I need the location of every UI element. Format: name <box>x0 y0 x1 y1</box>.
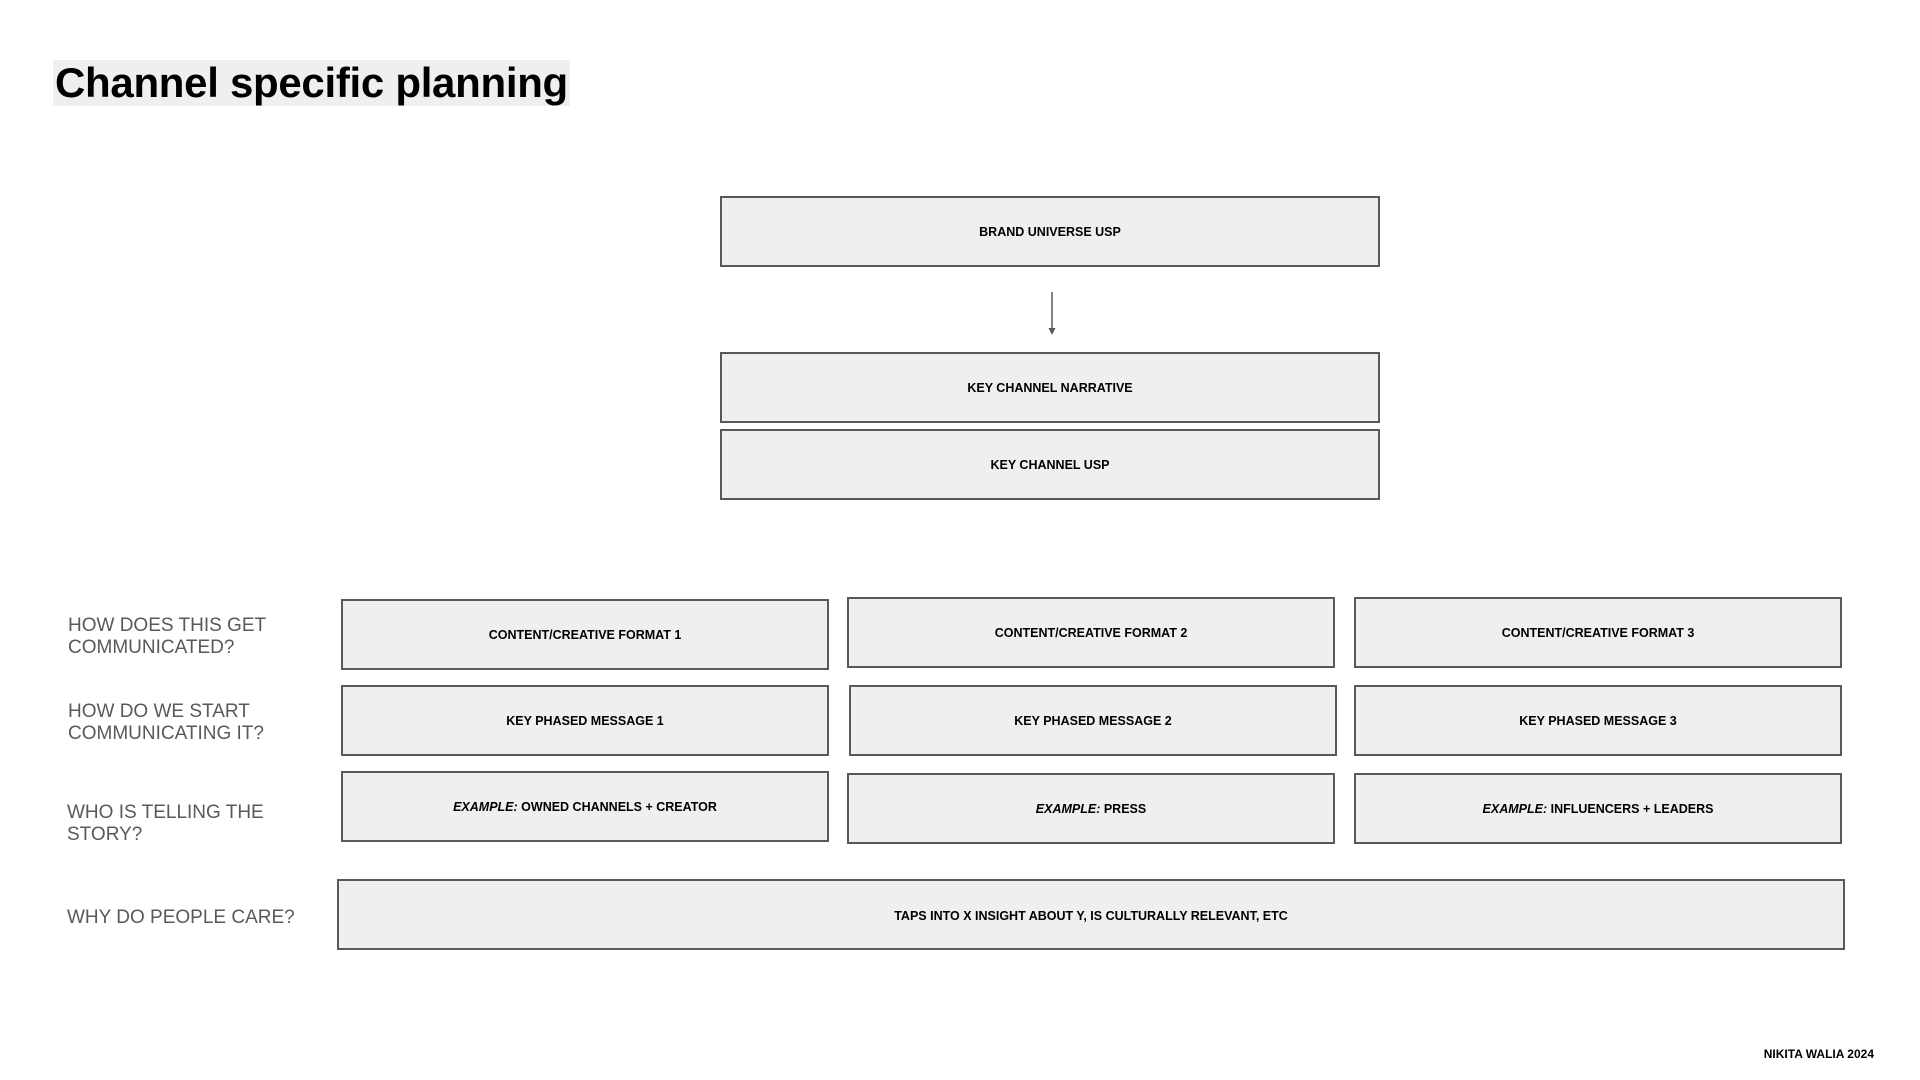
storyteller-label-3: INFLUENCERS + LEADERS <box>1550 801 1714 816</box>
key-channel-usp-box: KEY CHANNEL USP <box>720 429 1380 500</box>
storyteller-text-2: EXAMPLE: PRESS <box>1036 802 1146 816</box>
brand-universe-usp-box: BRAND UNIVERSE USP <box>720 196 1380 267</box>
message-box-2: KEY PHASED MESSAGE 2 <box>849 685 1337 756</box>
key-channel-narrative-label: KEY CHANNEL NARRATIVE <box>967 380 1133 395</box>
storyteller-box-3: EXAMPLE: INFLUENCERS + LEADERS <box>1354 773 1842 844</box>
format-label-1: CONTENT/CREATIVE FORMAT 1 <box>488 627 682 642</box>
row-label-start: HOW DO WE START COMMUNICATING IT? <box>68 701 264 744</box>
message-label-3: KEY PHASED MESSAGE 3 <box>1519 713 1677 728</box>
storyteller-box-2: EXAMPLE: PRESS <box>847 773 1335 844</box>
row-label-story: WHO IS TELLING THE STORY? <box>67 802 264 845</box>
row-label-care: WHY DO PEOPLE CARE? <box>67 907 295 928</box>
down-arrow-icon <box>1048 292 1056 335</box>
message-box-3: KEY PHASED MESSAGE 3 <box>1354 685 1842 756</box>
brand-universe-usp-label: BRAND UNIVERSE USP <box>979 224 1121 239</box>
format-box-2: CONTENT/CREATIVE FORMAT 2 <box>847 597 1335 668</box>
storyteller-box-1: EXAMPLE: OWNED CHANNELS + CREATOR <box>341 771 829 842</box>
insight-label: TAPS INTO X INSIGHT ABOUT Y, IS CULTURAL… <box>894 909 1288 923</box>
message-box-1: KEY PHASED MESSAGE 1 <box>341 685 829 756</box>
footer-credit: NIKITA WALIA 2024 <box>1763 1047 1874 1061</box>
example-prefix: EXAMPLE: <box>453 799 518 814</box>
key-channel-usp-label: KEY CHANNEL USP <box>990 457 1110 472</box>
row-label-communicated: HOW DOES THIS GET COMMUNICATED? <box>68 615 266 658</box>
format-label-2: CONTENT/CREATIVE FORMAT 2 <box>994 625 1188 640</box>
message-label-1: KEY PHASED MESSAGE 1 <box>506 713 664 728</box>
storyteller-text-1: EXAMPLE: OWNED CHANNELS + CREATOR <box>453 800 717 814</box>
page-title: Channel specific planning <box>53 59 570 106</box>
example-prefix: EXAMPLE: <box>1035 801 1101 816</box>
format-box-3: CONTENT/CREATIVE FORMAT 3 <box>1354 597 1842 668</box>
storyteller-text-3: EXAMPLE: INFLUENCERS + LEADERS <box>1483 802 1714 816</box>
message-label-2: KEY PHASED MESSAGE 2 <box>1014 713 1172 728</box>
storyteller-label-1: OWNED CHANNELS + CREATOR <box>521 799 717 814</box>
key-channel-narrative-box: KEY CHANNEL NARRATIVE <box>720 352 1380 423</box>
insight-box: TAPS INTO X INSIGHT ABOUT Y, IS CULTURAL… <box>337 879 1845 950</box>
format-label-3: CONTENT/CREATIVE FORMAT 3 <box>1501 625 1695 640</box>
format-box-1: CONTENT/CREATIVE FORMAT 1 <box>341 599 829 670</box>
example-prefix: EXAMPLE: <box>1482 801 1548 816</box>
storyteller-label-2: PRESS <box>1103 801 1147 816</box>
